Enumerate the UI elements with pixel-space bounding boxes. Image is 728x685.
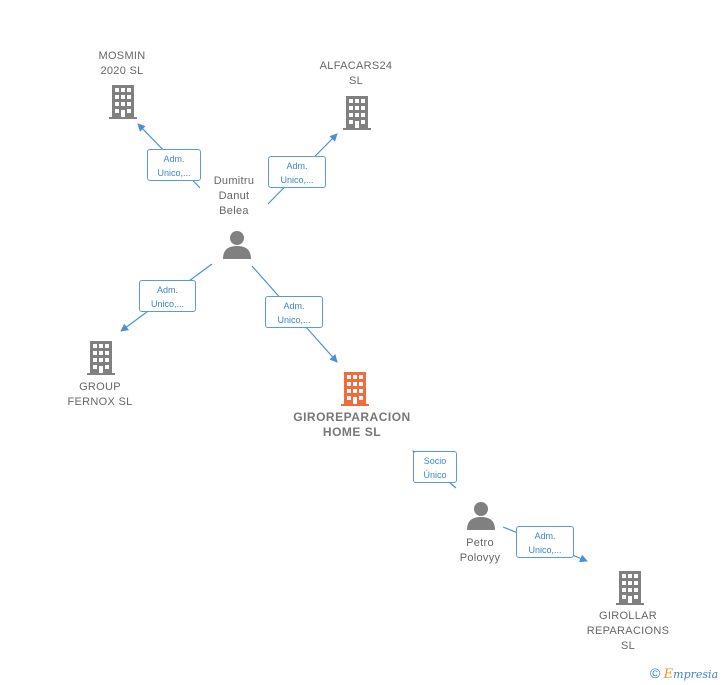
edge-label-line: Unico,... [528,545,562,555]
edge-label-line: Adm. [534,531,556,541]
edge-label-line: Unico,... [277,315,311,325]
person-label-line: Polovyy [459,552,501,564]
company-label-line: HOME SL [322,425,382,439]
company-label-giroreparacion[interactable]: GIROREPARACION HOME SL [282,410,422,440]
edge-label-line: Unico,... [280,175,314,185]
edge-label-line: Adm. [163,154,185,164]
edge-label-alfacars[interactable]: Adm. Unico,... [268,156,326,188]
person-icon-petro[interactable] [466,501,496,536]
person-label-line: Petro [466,537,494,549]
building-icon-girollar[interactable] [616,571,644,610]
building-icon-mosmin[interactable] [109,85,137,124]
edge-label-line: Adm. [156,285,178,295]
empresia-logo: Empresia [663,667,719,682]
company-label-line: SL [620,640,636,652]
empresia-credit[interactable]: © Empresia [650,665,718,682]
person-label-line: Danut [218,190,250,202]
company-label-line: FERNOX SL [67,396,133,408]
person-label-petro[interactable]: Petro Polovyy [448,536,512,566]
edge-label-girollar[interactable]: Adm. Unico,... [516,526,574,558]
edge-label-line: Unico,... [157,168,191,178]
edge-label-giroreparacion[interactable]: Adm. Unico,... [265,296,323,328]
edge-label-line: Socio [423,456,447,466]
edge-label-line: Adm. [286,161,308,171]
company-label-alfacars[interactable]: ALFACARS24 SL [306,59,406,89]
company-label-line: 2020 SL [100,65,144,77]
person-label-line: Belea [219,205,249,217]
company-label-group-fernox[interactable]: GROUP FERNOX SL [60,380,140,410]
company-label-line: REPARACIONS [586,625,670,637]
company-label-mosmin[interactable]: MOSMIN 2020 SL [82,49,162,79]
copyright-icon: © [650,665,661,681]
edge-label-mosmin[interactable]: Adm. Unico,... [147,149,201,181]
edge-label-group-fernox[interactable]: Adm. Unico,... [139,280,196,312]
brand-initial: E [663,667,674,682]
company-label-line: GIROREPARACION [293,410,411,424]
person-icon-dumitru[interactable] [222,230,252,265]
company-label-line: SL [348,75,364,87]
company-label-line: GROUP [79,381,121,393]
company-label-girollar[interactable]: GIROLLAR REPARACIONS SL [580,609,676,654]
edge-label-line: Adm. [283,301,305,311]
edge-label-line: Unico,... [150,299,184,309]
company-label-line: MOSMIN [98,50,146,62]
building-icon-group-fernox[interactable] [87,341,115,380]
person-label-dumitru[interactable]: Dumitru Danut Belea [200,174,268,219]
company-label-line: GIROLLAR [598,610,658,622]
edge-label-socio-unico[interactable]: Socio Único [413,451,457,483]
company-label-line: ALFACARS24 [319,60,393,72]
building-icon-giroreparacion[interactable] [341,372,369,411]
building-icon-alfacars[interactable] [343,96,371,135]
edge-label-line: Único [423,470,447,480]
brand-rest: mpresia [673,668,719,681]
person-label-line: Dumitru [213,175,255,187]
